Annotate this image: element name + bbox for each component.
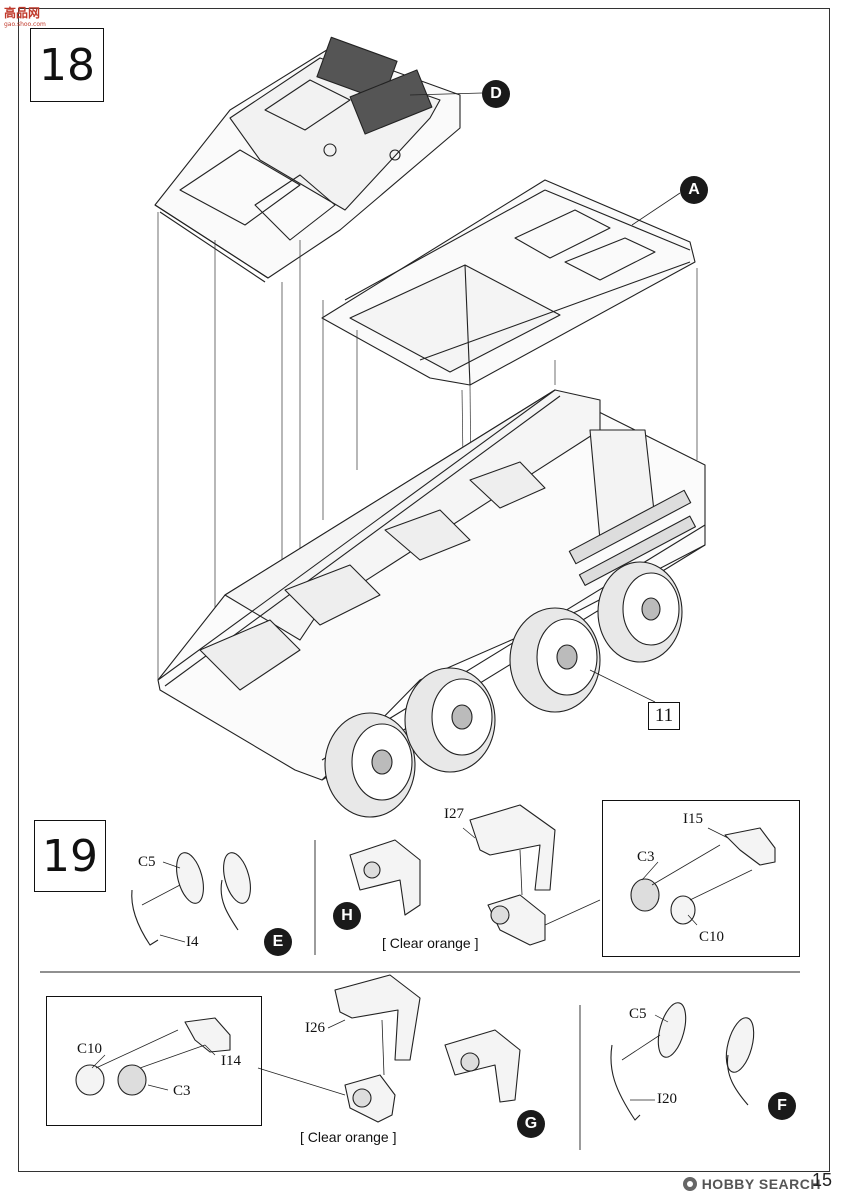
page-number: 15 bbox=[812, 1170, 833, 1190]
part-label-c3: C3 bbox=[637, 849, 655, 865]
callout-d: D bbox=[482, 80, 510, 108]
mirror-e-drawing bbox=[131, 852, 251, 946]
light-assembly-panel-1: I15 C3 C10 bbox=[602, 800, 800, 957]
hobby-search-logo-icon bbox=[682, 1177, 697, 1191]
watermark-text: 高品网 bbox=[4, 6, 41, 20]
note-clear-orange-2: [ Clear orange ] bbox=[300, 1129, 397, 1145]
light-housing-g-drawing bbox=[334, 974, 521, 1123]
callout-e: E bbox=[264, 928, 292, 956]
note-clear-orange-1: [ Clear orange ] bbox=[382, 935, 479, 951]
light-panel-1-drawing bbox=[544, 827, 776, 926]
part-label-i26: I26 bbox=[305, 1020, 325, 1036]
front-hull-plate-drawing bbox=[154, 36, 461, 283]
part-label-i14: I14 bbox=[221, 1053, 241, 1069]
callout-f: F bbox=[768, 1092, 796, 1120]
part-label-c3-b: C3 bbox=[173, 1083, 191, 1099]
callout-a: A bbox=[680, 176, 708, 204]
light-housing-h-drawing bbox=[349, 804, 556, 946]
part-label-c10: C10 bbox=[699, 929, 725, 945]
part-label-i15: I15 bbox=[683, 811, 703, 827]
callout-g: G bbox=[517, 1110, 545, 1138]
step-19-number: 19 bbox=[34, 820, 106, 892]
light-assembly-panel-2: C10 I14 C3 bbox=[46, 996, 262, 1126]
watermark-brand-text: HOBBY SEARCH bbox=[701, 1176, 821, 1192]
page-frame bbox=[18, 8, 830, 1172]
rear-roof-plate-drawing bbox=[321, 179, 696, 386]
part-label-c5: C5 bbox=[138, 854, 156, 870]
watermark-hobby-search: HOBBY SEARCH bbox=[682, 1176, 821, 1192]
part-label-i27: I27 bbox=[444, 806, 464, 822]
part-label-c10-b: C10 bbox=[77, 1041, 103, 1057]
reference-step-box: 11 bbox=[648, 702, 680, 730]
watermark-logo: 高品网 gao.shoo.com bbox=[4, 4, 68, 34]
wheels-drawing bbox=[324, 561, 683, 818]
watermark-subtext: gao.shoo.com bbox=[4, 21, 46, 28]
light-panel-2-drawing bbox=[75, 1017, 346, 1096]
callout-h: H bbox=[333, 902, 361, 930]
part-label-i4: I4 bbox=[186, 934, 199, 950]
hull-body-drawing bbox=[157, 389, 706, 781]
part-label-c5-b: C5 bbox=[629, 1006, 647, 1022]
part-label-i20: I20 bbox=[657, 1091, 677, 1107]
mirror-f-drawing bbox=[610, 1002, 755, 1121]
step-18-number: 18 bbox=[30, 28, 104, 102]
